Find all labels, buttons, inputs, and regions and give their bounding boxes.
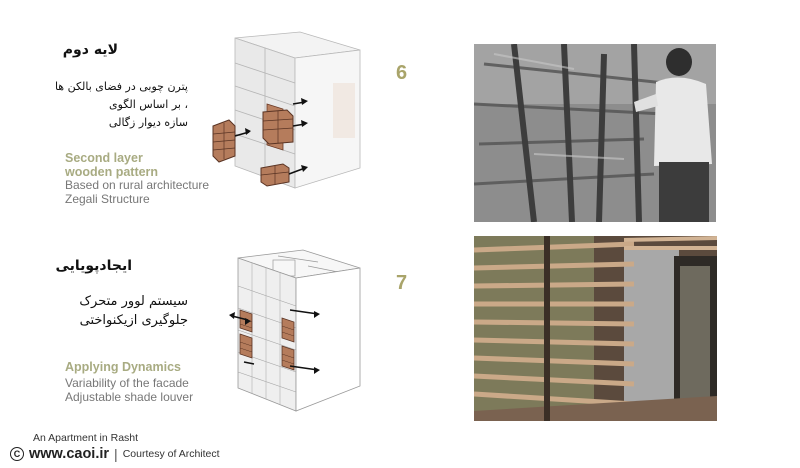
copyright-icon: C bbox=[10, 447, 24, 461]
section-2-number: 7 bbox=[396, 272, 408, 294]
english-title-line: Second layer bbox=[65, 151, 143, 165]
footer-separator: | bbox=[114, 446, 118, 462]
section-2-persian-title: ایجادپویایی bbox=[55, 258, 132, 274]
website-link[interactable]: www.caoi.ir bbox=[29, 446, 110, 462]
persian-line: ، بر اساس الگوی bbox=[109, 98, 188, 111]
section-2-english-description: Variability of the facade Adjustable sha… bbox=[65, 376, 193, 404]
section-2-persian-description: سیستم لوور متحرک جلوگیری ازیکنواختی bbox=[66, 292, 188, 330]
footer-credit-line: C www.caoi.ir | Courtesy of Architect bbox=[10, 446, 220, 462]
persian-line: سیستم لوور متحرک bbox=[79, 294, 188, 309]
section-1-number: 6 bbox=[396, 62, 408, 84]
english-line: Adjustable shade louver bbox=[65, 390, 194, 404]
wooden-structure-photo bbox=[474, 44, 716, 222]
section-1-building-diagram bbox=[212, 31, 361, 189]
louver-balcony-photo bbox=[474, 236, 717, 421]
persian-line: پترن چوبی در فضای بالکن ها bbox=[54, 80, 188, 93]
section-2-building-diagram bbox=[229, 249, 361, 412]
project-name: An Apartment in Rasht bbox=[33, 432, 139, 444]
wooden-panel-center bbox=[262, 109, 294, 145]
english-title-line: wooden pattern bbox=[65, 165, 159, 179]
section-1-persian-title: لایه دوم bbox=[62, 42, 118, 58]
wooden-structure-photo-illustration bbox=[474, 44, 716, 222]
wooden-panel-left bbox=[212, 119, 236, 163]
english-line: Variability of the facade bbox=[65, 376, 189, 390]
english-line: Based on rural architecture bbox=[65, 178, 210, 192]
louver-panels bbox=[239, 309, 295, 371]
persian-line: سازه دیوار زگالی bbox=[108, 116, 188, 129]
credit-text: Courtesy of Architect bbox=[122, 448, 220, 460]
section-2-english-title: Applying Dynamics bbox=[65, 360, 181, 374]
section-1-persian-description: پترن چوبی در فضای بالکن ها ، بر اساس الگ… bbox=[40, 78, 188, 131]
section-1-english-description: Based on rural architecture Zegali Struc… bbox=[65, 178, 209, 206]
louver-balcony-photo-illustration bbox=[474, 236, 717, 421]
section-1-english-title: Second layer wooden pattern bbox=[65, 151, 158, 179]
english-line: Zegali Structure bbox=[65, 192, 150, 206]
wooden-panel-bottom bbox=[260, 163, 290, 187]
persian-line: جلوگیری ازیکنواختی bbox=[79, 313, 188, 328]
